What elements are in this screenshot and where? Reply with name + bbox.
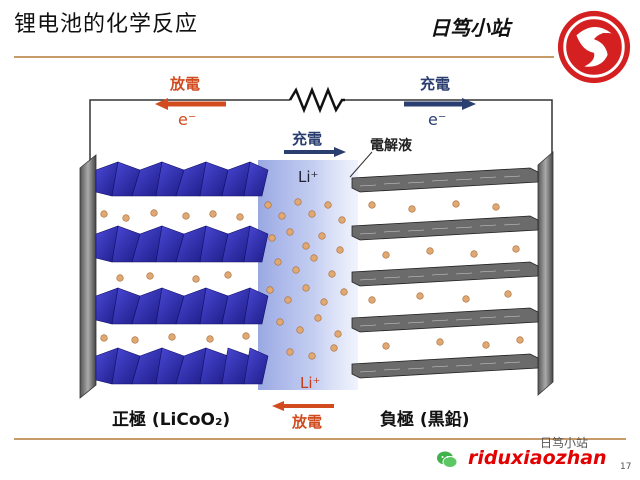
discharge-arrow (155, 98, 226, 110)
top-rule (14, 56, 554, 58)
brand-name: 日笃小站 (430, 16, 510, 40)
lithium-ion-top-label: Li⁺ (298, 168, 319, 186)
charge-arrow (404, 98, 476, 110)
lithium-ions (100, 198, 524, 360)
bottom-rule (14, 438, 626, 440)
charge-top-label: 充電 (420, 75, 451, 93)
lithium-ion-bottom-label: Li⁺ (300, 374, 321, 392)
circuit-wire (89, 99, 290, 162)
footer-brand: riduxiaozhan (468, 447, 607, 469)
anode-hex-pattern (359, 175, 521, 373)
watermark-text: 日笃小站 (540, 436, 589, 450)
cathode-layers (95, 161, 269, 385)
electrolyte-label: 電解液 (370, 138, 412, 154)
charge-middle-arrow (284, 147, 346, 157)
electron-left-label: e⁻ (178, 110, 197, 129)
cathode-collector (79, 154, 97, 399)
anode-caption: 負極 (黒鉛) (380, 410, 470, 430)
slide-title: 锂电池的化学反应 (14, 12, 199, 37)
dragon-logo-icon (557, 10, 631, 84)
discharge-bottom-label: 放電 (292, 413, 323, 431)
resistor-icon (288, 86, 345, 114)
page-number: 17 (620, 462, 632, 472)
wechat-icon (437, 451, 458, 468)
charge-middle-label: 充電 (292, 130, 323, 148)
electrolyte-region (258, 160, 358, 390)
discharge-top-label: 放電 (170, 75, 201, 93)
anode-collector (537, 151, 554, 396)
cathode-caption: 正極 (LiCoO₂) (112, 410, 231, 430)
electron-right-label: e⁻ (428, 110, 447, 129)
discharge-bottom-arrow (272, 401, 334, 411)
anode-layers (351, 167, 539, 379)
